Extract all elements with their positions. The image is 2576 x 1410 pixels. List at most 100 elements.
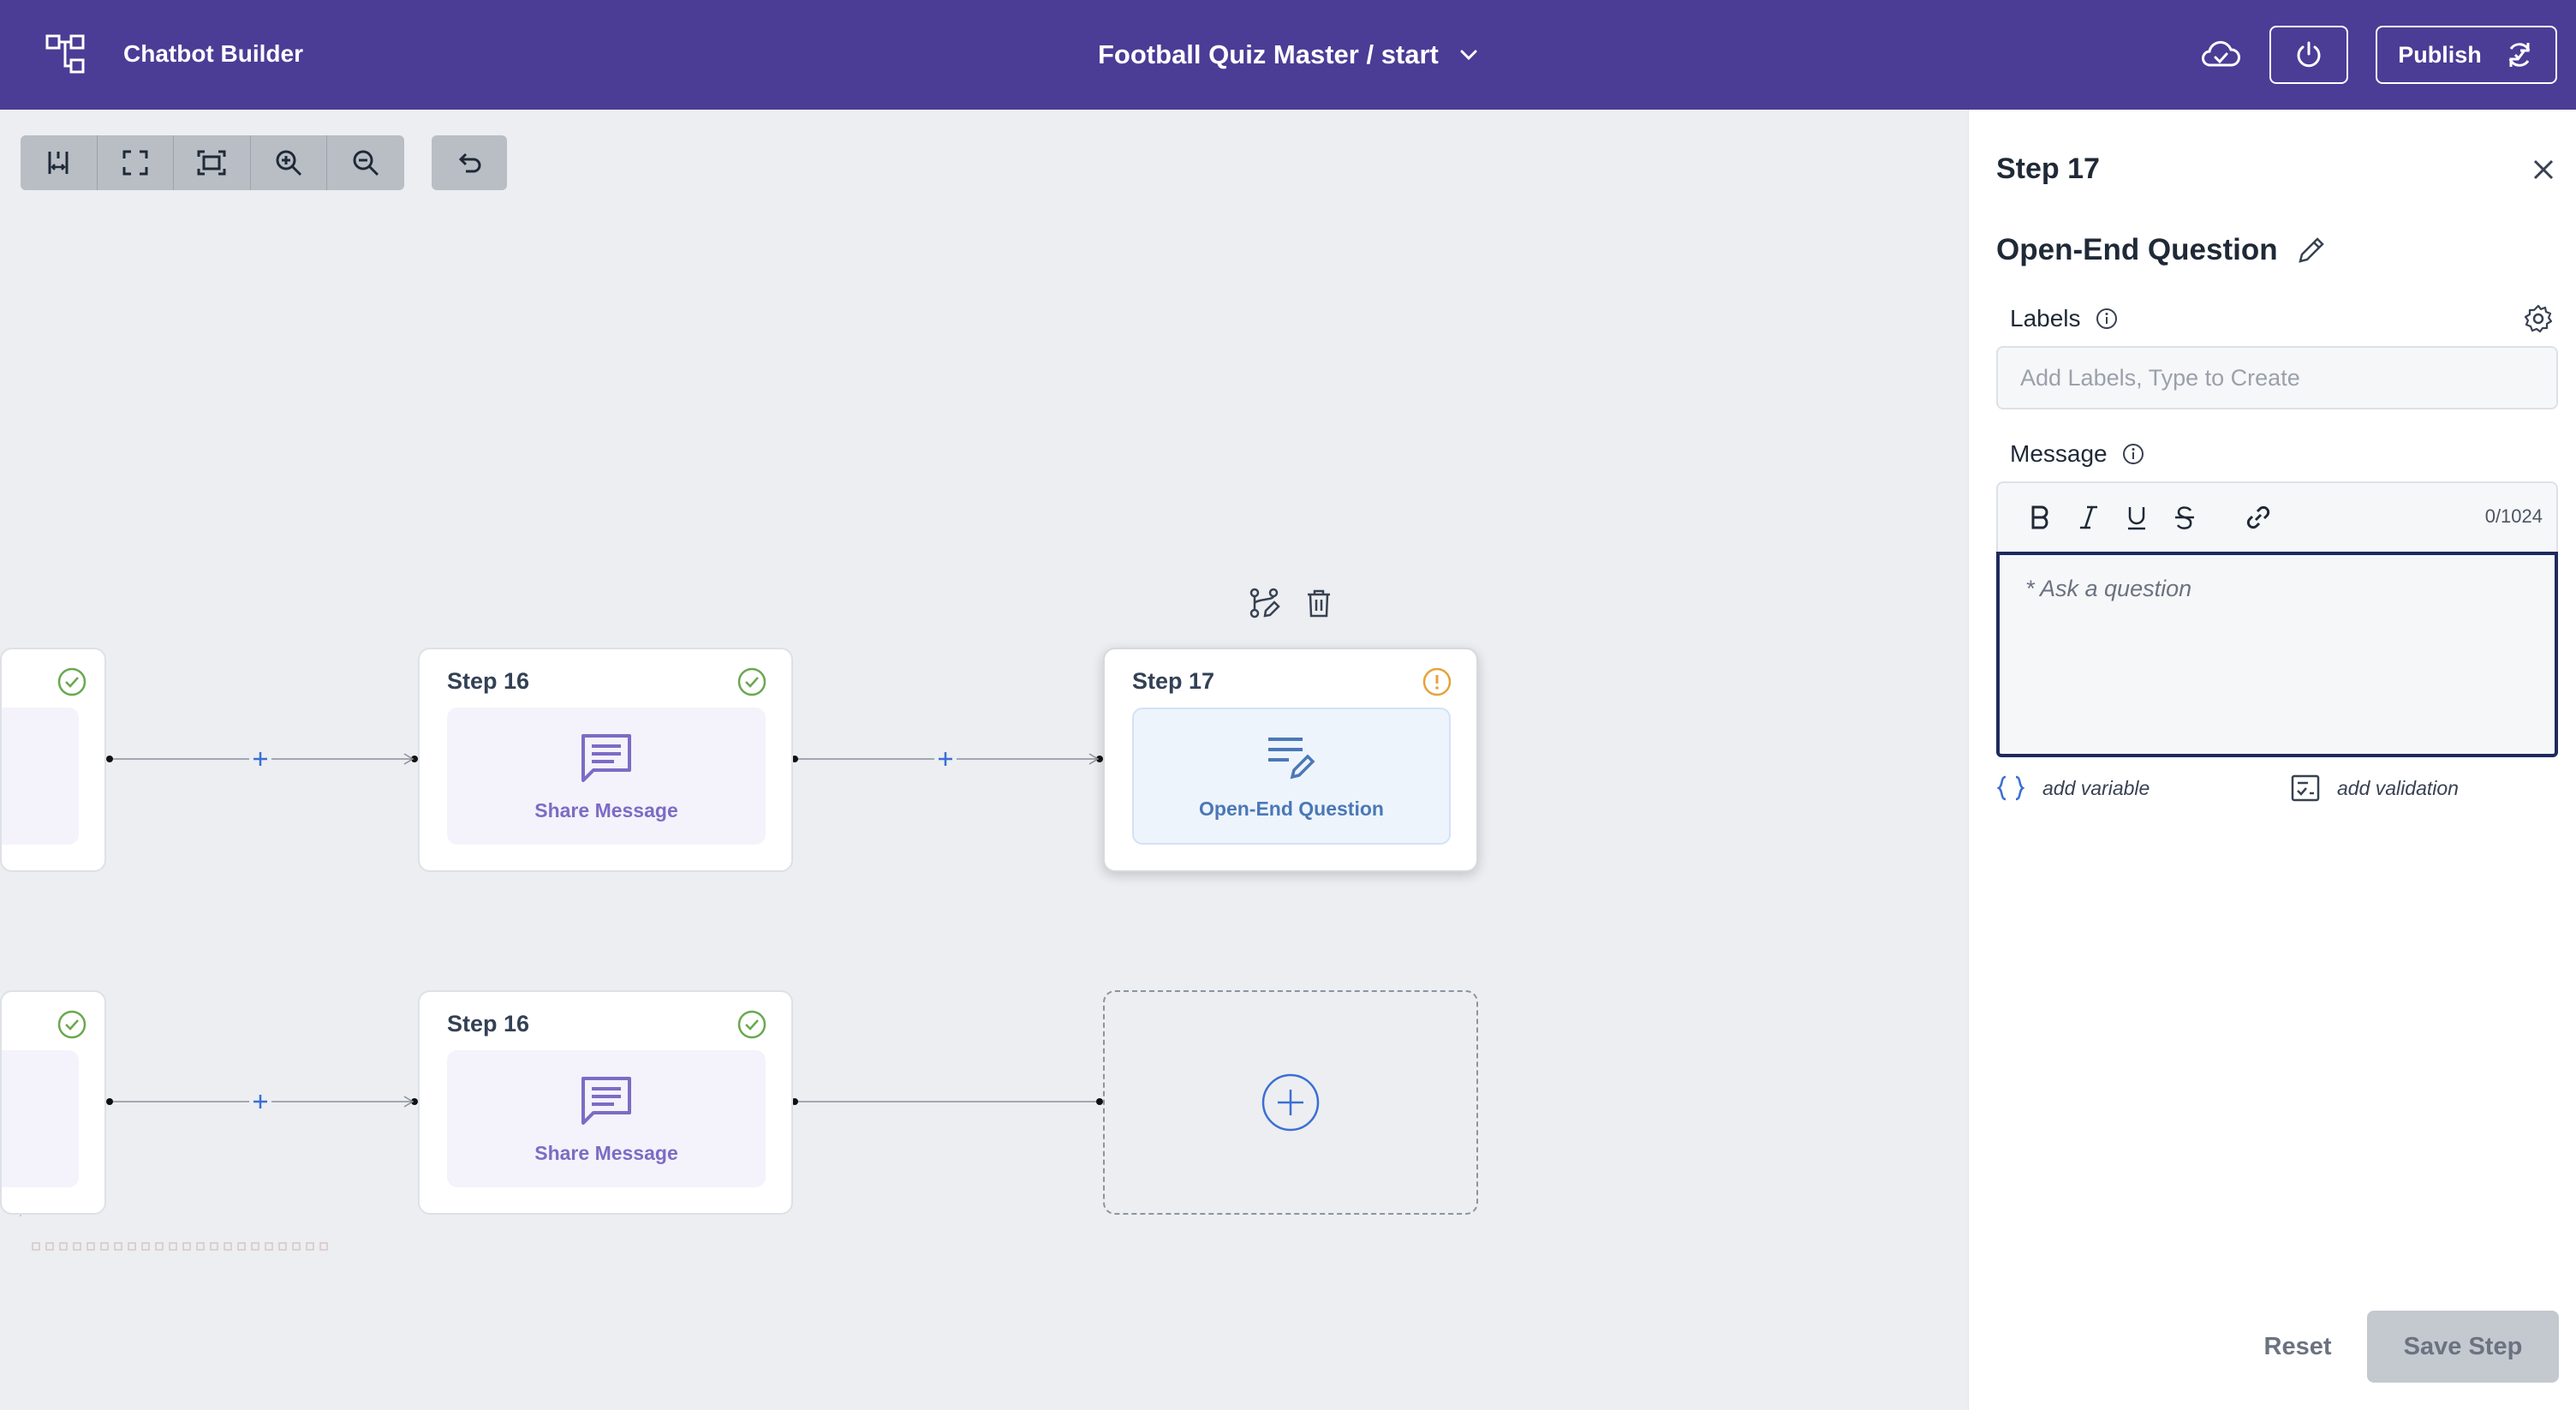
link-icon <box>2246 505 2270 529</box>
publish-button[interactable]: Publish <box>2376 26 2557 84</box>
fit-width-button[interactable] <box>21 135 98 190</box>
labels-input[interactable] <box>1996 346 2558 409</box>
power-button[interactable] <box>2269 26 2348 84</box>
step-editor-panel: Step 17 Open-End Question Labels Message <box>1968 110 2576 1410</box>
add-variable-label: add variable <box>2042 776 2150 799</box>
step-node-partial[interactable] <box>0 648 106 872</box>
app-header: Chatbot Builder Football Quiz Master / s… <box>0 0 2576 110</box>
step-node-body: Share Message <box>447 708 766 845</box>
publish-label: Publish <box>2398 41 2482 68</box>
step-node-16[interactable]: Step 16 Share Message <box>418 990 793 1215</box>
chevron-down-icon <box>1460 50 1477 61</box>
refresh-icon <box>2508 43 2531 67</box>
step-node-title: Step 17 <box>1132 668 1215 694</box>
brand: Chatbot Builder <box>45 33 303 75</box>
close-icon[interactable] <box>2528 154 2559 185</box>
message-label: Message <box>2010 440 2108 467</box>
fit-width-icon <box>48 152 69 174</box>
zoom-in-button[interactable] <box>251 135 328 190</box>
underline-icon <box>2128 507 2145 530</box>
add-step-between-button[interactable] <box>930 744 961 774</box>
check-circle-icon <box>57 1010 86 1039</box>
check-circle-icon <box>57 667 86 696</box>
curly-braces-icon <box>1996 775 2025 801</box>
zoom-out-icon <box>353 150 379 176</box>
fullscreen-button[interactable] <box>98 135 175 190</box>
save-step-button[interactable]: Save Step <box>2367 1311 2559 1383</box>
project-selector[interactable]: Football Quiz Master / start <box>1098 34 1478 75</box>
info-icon[interactable] <box>2121 442 2145 466</box>
plus-icon <box>934 748 957 770</box>
message-format-toolbar: 0/1024 <box>1996 481 2558 552</box>
delete-step-button[interactable] <box>1302 586 1336 620</box>
bold-button[interactable] <box>2017 493 2065 541</box>
italic-button[interactable] <box>2065 493 2113 541</box>
link-button[interactable] <box>2234 493 2282 541</box>
step-node-body <box>2 708 79 845</box>
step-node-body: Share Message <box>447 1050 766 1187</box>
message-placeholder: * Ask a question <box>2025 576 2192 601</box>
flow-logo-icon <box>45 34 85 74</box>
info-icon[interactable] <box>2095 307 2119 331</box>
step-node-label: Open-End Question <box>1199 797 1384 820</box>
step-node-partial[interactable] <box>0 990 106 1215</box>
trash-icon <box>1308 589 1330 618</box>
add-validation-label: add validation <box>2337 776 2459 799</box>
step-type-heading: Open-End Question <box>1996 233 2326 267</box>
text-edit-icon <box>1268 737 1315 779</box>
step-type-title: Open-End Question <box>1996 233 2278 266</box>
plus-icon <box>249 1090 271 1113</box>
step-node-body <box>2 1050 79 1187</box>
project-title: Football Quiz Master / start <box>1098 39 1439 69</box>
power-icon <box>2297 41 2321 68</box>
warning-circle-icon <box>1422 667 1452 696</box>
pencil-icon[interactable] <box>2297 236 2326 265</box>
chat-message-icon <box>581 1076 631 1125</box>
brand-title: Chatbot Builder <box>123 40 303 67</box>
bold-icon <box>2031 505 2048 529</box>
labels-field-label: Labels <box>2010 305 2119 332</box>
gear-icon[interactable] <box>2523 303 2554 334</box>
panel-title: Step 17 <box>1996 152 2100 185</box>
step-node-label: Share Message <box>534 798 678 822</box>
undo-button[interactable] <box>432 135 507 190</box>
step-node-title: Step 16 <box>447 668 530 694</box>
step-node-body: Open-End Question <box>1132 708 1451 845</box>
node-actions <box>1247 586 1336 620</box>
add-variable-link[interactable]: add variable <box>1996 774 2150 802</box>
plus-circle-icon <box>1261 1073 1320 1132</box>
minimap-strip <box>32 1242 328 1251</box>
step-node-title: Step 16 <box>447 1011 530 1037</box>
zoom-out-button[interactable] <box>327 135 404 190</box>
reset-button[interactable]: Reset <box>2263 1332 2332 1360</box>
chat-message-icon <box>581 733 631 782</box>
cloud-sync-icon[interactable] <box>2199 36 2242 74</box>
canvas-toolbar <box>21 135 404 190</box>
char-counter: 0/1024 <box>2484 505 2543 527</box>
connection-lines <box>20 753 1103 1216</box>
branch-edit-icon <box>1249 588 1280 618</box>
fit-screen-icon <box>197 150 226 176</box>
plus-icon <box>249 748 271 770</box>
italic-icon <box>2080 505 2097 529</box>
underline-button[interactable] <box>2113 493 2161 541</box>
step-node-label: Share Message <box>534 1141 678 1164</box>
step-node-17[interactable]: Step 17 Open-End Question <box>1103 648 1478 872</box>
add-step-between-button[interactable] <box>245 744 276 774</box>
labels-label: Labels <box>2010 305 2081 332</box>
strikethrough-button[interactable] <box>2161 493 2209 541</box>
check-circle-icon <box>737 1010 766 1039</box>
undo-icon <box>458 152 481 173</box>
check-circle-icon <box>737 667 766 696</box>
message-editor[interactable]: * Ask a question <box>1996 552 2558 757</box>
add-validation-link[interactable]: add validation <box>2291 774 2459 802</box>
strikethrough-icon <box>2175 506 2194 529</box>
fullscreen-icon <box>122 150 148 176</box>
add-step-slot[interactable] <box>1103 990 1478 1215</box>
add-step-between-button[interactable] <box>245 1086 276 1117</box>
checklist-icon <box>2291 774 2320 802</box>
fit-screen-button[interactable] <box>174 135 251 190</box>
zoom-in-icon <box>276 150 302 176</box>
step-node-16[interactable]: Step 16 Share Message <box>418 648 793 872</box>
branch-edit-button[interactable] <box>1247 586 1281 620</box>
